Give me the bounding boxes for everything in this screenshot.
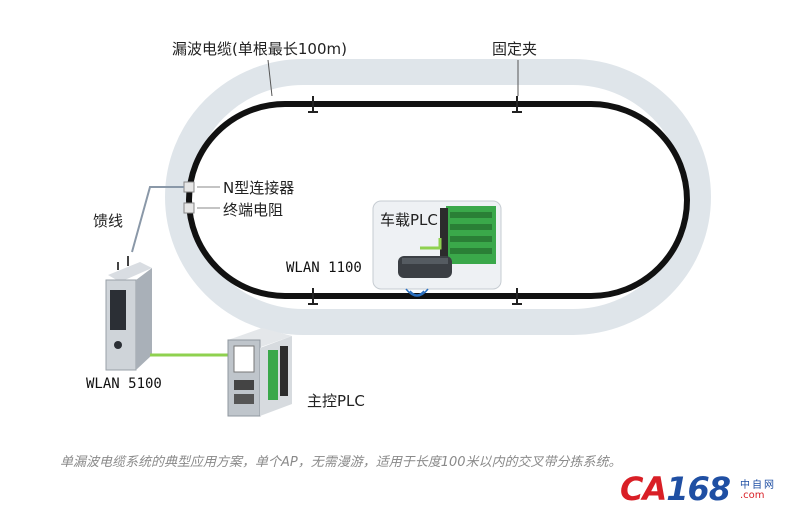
logo-tag-cn: 中自网 [740, 480, 776, 491]
logo-ca: CA [620, 470, 667, 508]
site-logo[interactable]: CA168 中自网 .com [620, 470, 790, 510]
feeder-cable [131, 186, 184, 253]
logo-tag-domain: .com [740, 490, 765, 501]
vehicle-plc-label: 车载PLC [380, 211, 438, 229]
wlan-5100-device [105, 256, 152, 371]
terminator [183, 202, 195, 214]
leaky-cable-loop [186, 101, 690, 299]
leaky-cable-leader [267, 59, 273, 97]
wireless-signal-icon [405, 288, 429, 297]
master-plc-label: 主控PLC [307, 392, 365, 410]
leaky-cable-label: 漏波电缆(单根最长100m) [172, 40, 347, 58]
figure-caption: 单漏波电缆系统的典型应用方案，单个AP，无需漫游，适用于长度100米以内的交叉带… [60, 455, 622, 470]
fixing-clip-bottom-right [512, 288, 522, 305]
logo-wordmark: CA168 [620, 470, 731, 508]
wlan-5100-label: WLAN 5100 [86, 376, 162, 392]
n-connector [183, 181, 195, 193]
logo-number: 168 [666, 470, 731, 508]
fixing-clip-label: 固定夹 [492, 40, 538, 58]
feeder-label: 馈线 [93, 212, 124, 230]
terminator-label: 终端电阻 [223, 201, 284, 219]
master-plc-device [227, 328, 292, 417]
fixing-clip-top-right [512, 96, 522, 113]
wlan-1100-label: WLAN 1100 [286, 260, 362, 276]
track-band [165, 59, 711, 335]
fixing-clip-top-left [308, 96, 318, 113]
fixing-clip-bottom-left [308, 288, 318, 305]
vehicle-unit [372, 200, 502, 290]
n-connector-label: N型连接器 [223, 179, 295, 197]
